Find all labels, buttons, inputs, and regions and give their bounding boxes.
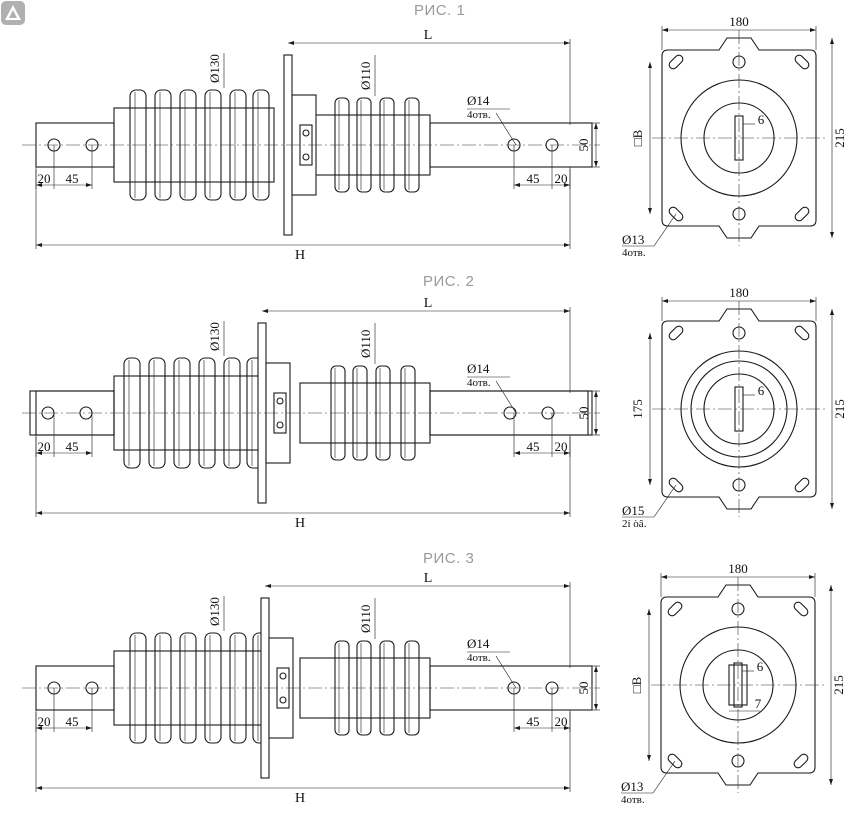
figure-1-dim-d110: Ø110 [358, 62, 373, 90]
figure-3-holes-count: 4отв. [467, 652, 491, 664]
figure-2-dim-L: L [424, 296, 433, 311]
figure-2-plan-dim-215: 215 [832, 399, 847, 419]
figure-1-dim-left-20: 20 [38, 171, 51, 186]
figure-2-plan-mount-label: Ø15 [622, 503, 644, 518]
figure-3-plan-dim-180: 180 [728, 561, 748, 576]
figure-2-holes-count: 4отв. [467, 377, 491, 389]
figure-3-dim-d130: Ø130 [207, 597, 222, 626]
figure-3-dim-right-20: 20 [555, 714, 568, 729]
figure-3-dim-50: 50 [576, 682, 591, 695]
figure-1-dim-right-20: 20 [555, 171, 568, 186]
figure-2-plan-mount-count: 2í òâ. [622, 518, 647, 530]
figure-2-holes-label: Ø14 [467, 361, 490, 376]
figure-1-plan-mount-count: 4отв. [622, 247, 646, 259]
figure-1-dim-d130: Ø130 [207, 54, 222, 83]
figure-1-dim-right-45: 45 [527, 171, 540, 186]
figure-1-dim-L: L [424, 28, 433, 43]
figure-1-plan-dim-inner: □В [630, 129, 645, 146]
figure-3-plan-mount-count: 4отв. [621, 794, 645, 806]
figure-2-plan-dim-inner: 175 [630, 399, 645, 419]
figure-2-dim-50: 50 [576, 407, 591, 420]
figure-1-plan-mount-label: Ø13 [622, 232, 644, 247]
figure-2-dim-d130: Ø130 [207, 322, 222, 351]
figure-3-holes-label: Ø14 [467, 636, 490, 651]
figure-2-dim-left-20: 20 [38, 439, 51, 454]
figure-1-plan-dim-slot: 6 [758, 112, 765, 127]
figure-3-plan-dim-inner: □В [629, 676, 644, 693]
figure-2-dim-d110: Ø110 [358, 330, 373, 358]
figure-2-dim-H: H [295, 516, 305, 531]
figure-2-plan-dim-180: 180 [729, 285, 749, 300]
figure-2-caption: РИС. 2 [423, 273, 475, 290]
figure-2-plan-dim-slot: 6 [758, 383, 765, 398]
figure-3-dim-left-45: 45 [66, 714, 79, 729]
figure-3-plan-dim-slot: 6 [757, 659, 764, 674]
figure-1-holes-label: Ø14 [467, 93, 490, 108]
figure-2-dim-right-45: 45 [527, 439, 540, 454]
figure-3-plan-mount-label: Ø13 [621, 779, 643, 794]
figure-3-dim-H: H [295, 791, 305, 806]
figure-1-dim-left-45: 45 [66, 171, 79, 186]
figure-2-dim-right-20: 20 [555, 439, 568, 454]
logo-triangle-icon [1, 1, 25, 25]
figure-3-plan-dim-215: 215 [831, 675, 846, 695]
figure-3-dim-L: L [424, 571, 433, 586]
figure-3-plan-dim-slot2: 7 [755, 696, 762, 711]
figure-1-dim-H: H [295, 248, 305, 263]
figure-2-dim-left-45: 45 [66, 439, 79, 454]
figure-3-dim-left-20: 20 [38, 714, 51, 729]
figure-3-caption: РИС. 3 [423, 550, 475, 567]
figure-1-plan-dim-180: 180 [729, 14, 749, 29]
figure-3-dim-d110: Ø110 [358, 605, 373, 633]
figure-1-plan-dim-215: 215 [832, 128, 847, 148]
figure-1-holes-count: 4отв. [467, 109, 491, 121]
figure-3-dim-right-45: 45 [527, 714, 540, 729]
figure-1-dim-50: 50 [576, 139, 591, 152]
figure-1-caption: РИС. 1 [414, 2, 466, 19]
